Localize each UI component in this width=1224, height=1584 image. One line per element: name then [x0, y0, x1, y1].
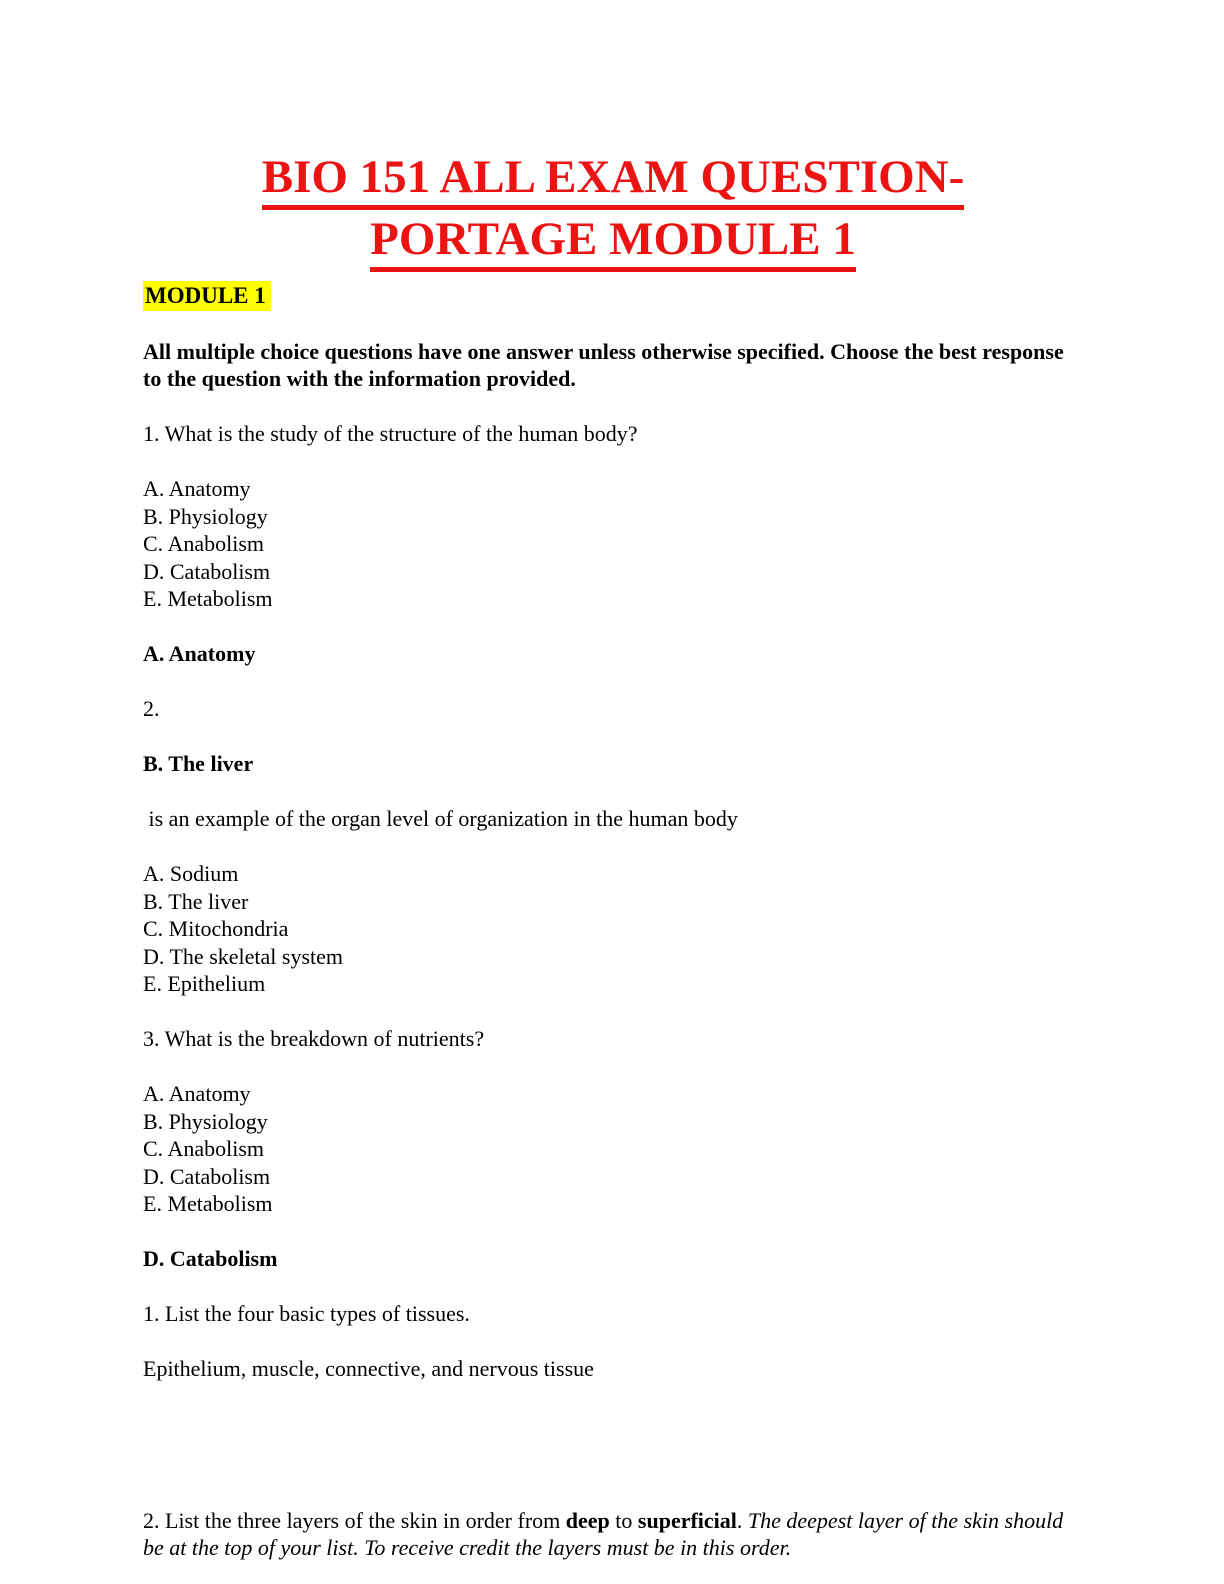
question-3-option-a: A. Anatomy — [143, 1081, 251, 1106]
module-heading: MODULE 1 — [143, 281, 1083, 311]
question-1-option-e: E. Metabolism — [143, 586, 273, 611]
question-2-stem: is an example of the organ level of orga… — [143, 806, 738, 831]
question-2-option-e: E. Epithelium — [143, 971, 266, 996]
short-question-2-bold-deep: deep — [565, 1507, 610, 1533]
document-title: BIO 151 ALL EXAM QUESTION- PORTAGE MODUL… — [143, 146, 1083, 272]
question-3-option-c: C. Anabolism — [143, 1136, 265, 1161]
question-2-answer: B. The liver — [143, 751, 254, 776]
question-1-option-a: A. Anatomy — [143, 476, 251, 501]
question-3-option-e: E. Metabolism — [143, 1191, 273, 1216]
title-row-1: BIO 151 ALL EXAM QUESTION- — [143, 146, 1083, 210]
question-1-answer: A. Anatomy — [143, 641, 256, 666]
question-2-options: A. Sodium B. The liver C. Mitochondria D… — [143, 860, 1083, 998]
question-2-option-b: B. The liver — [143, 888, 249, 914]
question-1-stem: 1. What is the study of the structure of… — [143, 421, 638, 446]
question-3-option-b: B. Physiology — [143, 1108, 268, 1134]
title-line-1: BIO 151 ALL EXAM QUESTION- — [261, 151, 965, 210]
instructions-text: All multiple choice questions have one a… — [143, 338, 1064, 392]
title-row-2: PORTAGE MODULE 1 — [143, 208, 1083, 272]
question-1-option-d: D. Catabolism — [143, 558, 271, 584]
question-3-option-d: D. Catabolism — [143, 1163, 271, 1189]
question-3-answer: D. Catabolism — [143, 1246, 278, 1271]
short-question-2-stem: 2. List the three layers of the skin in … — [143, 1507, 1083, 1562]
short-question-2-italic-note: The deepest layer of the skin should be … — [143, 1507, 1064, 1561]
question-1-option-b: B. Physiology — [143, 503, 268, 529]
short-question-1-answer: Epithelium, muscle, connective, and nerv… — [143, 1356, 594, 1381]
module-heading-highlight: MODULE 1 — [143, 281, 271, 311]
question-2-option-a: A. Sodium — [143, 861, 239, 886]
question-2-option-d: D. The skeletal system — [143, 943, 343, 969]
short-question-2-text-normal: 2. List the three layers of the skin in … — [143, 1507, 566, 1533]
question-2-option-c: C. Mitochondria — [143, 916, 289, 941]
short-question-2-bold-superficial: superficial — [637, 1507, 737, 1533]
question-1-option-c: C. Anabolism — [143, 531, 265, 556]
short-question-2-text-period: . — [736, 1507, 748, 1533]
question-3-options: A. Anatomy B. Physiology C. Anabolism D.… — [143, 1080, 1083, 1218]
short-question-2-text-mid: to — [609, 1507, 638, 1533]
question-3-stem: 3. What is the breakdown of nutrients? — [143, 1026, 485, 1051]
short-question-1-stem: 1. List the four basic types of tissues. — [143, 1301, 470, 1326]
title-line-2: PORTAGE MODULE 1 — [370, 213, 856, 272]
question-2-number: 2. — [143, 696, 160, 721]
question-1-options: A. Anatomy B. Physiology C. Anabolism D.… — [143, 475, 1083, 613]
